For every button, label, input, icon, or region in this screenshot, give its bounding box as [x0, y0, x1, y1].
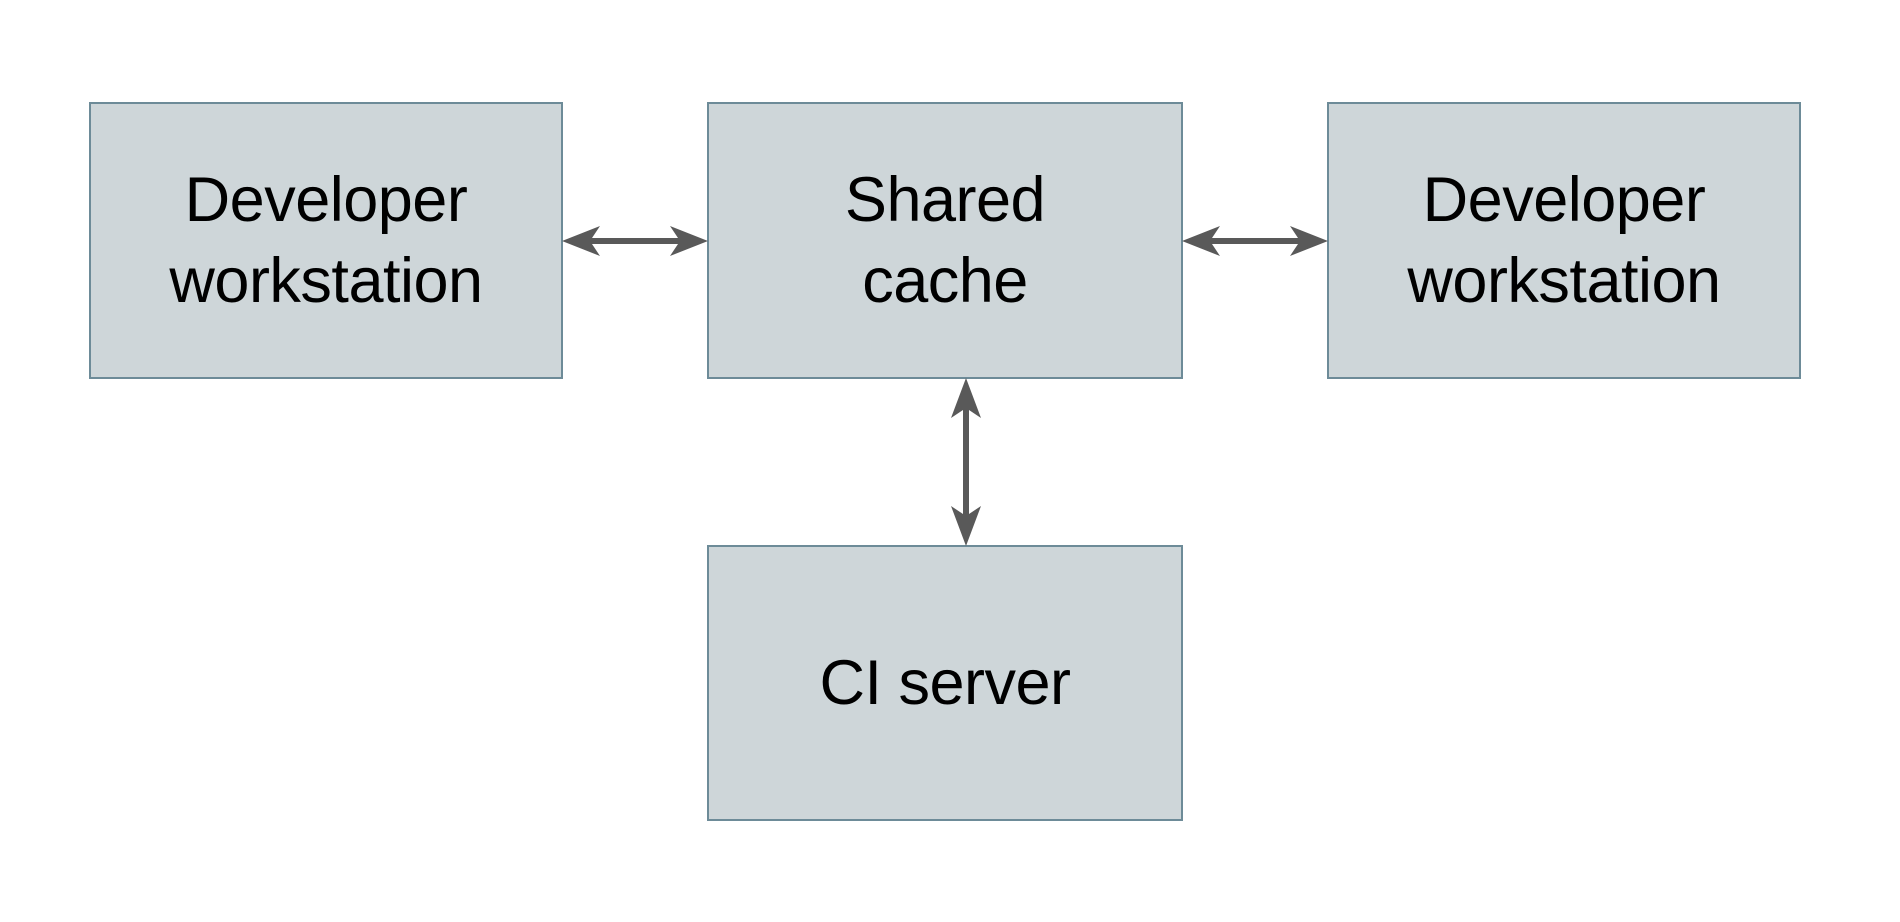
edge-shared-cache-to-ci-server-double-arrow: [951, 378, 981, 546]
edge-developer-left-to-shared-cache-double-arrow: [562, 226, 708, 256]
node-label-ci-server: CI server: [819, 647, 1071, 718]
edge-shared-cache-to-developer-right-double-arrow: [1182, 226, 1328, 256]
node-developer-workstation-left[interactable]: Developer workstation: [89, 102, 563, 379]
node-ci-server[interactable]: CI server: [707, 545, 1183, 821]
node-label-shared-cache: Shared cache: [844, 164, 1046, 316]
node-shared-cache[interactable]: Shared cache: [707, 102, 1183, 379]
node-label-developer-workstation-left: Developer workstation: [169, 164, 483, 316]
node-developer-workstation-right[interactable]: Developer workstation: [1327, 102, 1801, 379]
node-label-developer-workstation-right: Developer workstation: [1407, 164, 1721, 316]
